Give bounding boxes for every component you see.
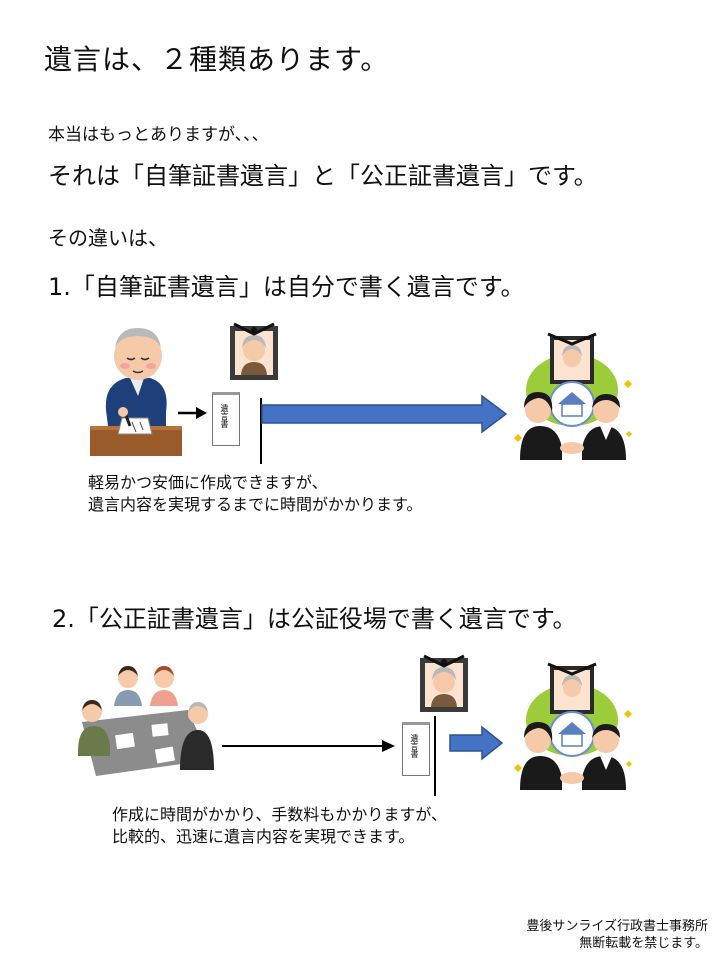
section1-heading: 1.「自筆証書遺言」は自分で書く遺言です。 xyxy=(48,273,525,301)
will-envelope xyxy=(212,392,240,446)
difference-intro: その違いは、 xyxy=(48,226,168,250)
will-envelope xyxy=(402,722,430,776)
footer: 豊後サンライズ行政書士事務所 無断転載を禁じます。 xyxy=(526,918,708,952)
memorial-portrait-icon xyxy=(420,654,468,712)
footer-office: 豊後サンライズ行政書士事務所 xyxy=(526,919,708,934)
page-title: 遺言は、２種類あります。 xyxy=(44,43,390,76)
meeting-arrow-line xyxy=(222,745,384,747)
timeline-marker xyxy=(434,716,436,796)
inheritance-handshake-icon xyxy=(514,662,632,790)
long-blue-arrow-icon xyxy=(261,394,508,434)
elderly-man-writing-icon xyxy=(90,328,182,456)
section2-note-line2: 比較的、迅速に遺言内容を実現できます。 xyxy=(112,827,415,846)
timeline-marker xyxy=(260,398,262,464)
arrow-icon xyxy=(178,407,207,419)
meeting-arrow-head-icon xyxy=(382,740,395,752)
will-envelope-label: 遺言書 xyxy=(410,734,419,758)
section1-note-line2: 遺言内容を実現するまでに時間がかかります。 xyxy=(88,495,423,514)
types-line: それは「自筆証書遺言」と「公正証書遺言」です。 xyxy=(48,162,598,190)
memorial-portrait-icon xyxy=(230,322,278,380)
will-envelope-label: 遺言書 xyxy=(220,404,229,428)
short-blue-arrow-icon xyxy=(449,725,504,761)
notary-meeting-icon xyxy=(78,666,214,776)
footer-notice: 無断転載を禁じます。 xyxy=(579,936,708,951)
inheritance-handshake-icon xyxy=(514,332,632,460)
intro-note: 本当はもっとありますが、、、 xyxy=(48,125,269,145)
section2-note-line1: 作成に時間がかかり、手数料もかかりますが、 xyxy=(112,805,448,824)
section2-heading: 2.「公正証書遺言」は公証役場で書く遺言です。 xyxy=(52,605,577,633)
section1-note-line1: 軽易かつ安価に作成できますが、 xyxy=(88,473,328,492)
